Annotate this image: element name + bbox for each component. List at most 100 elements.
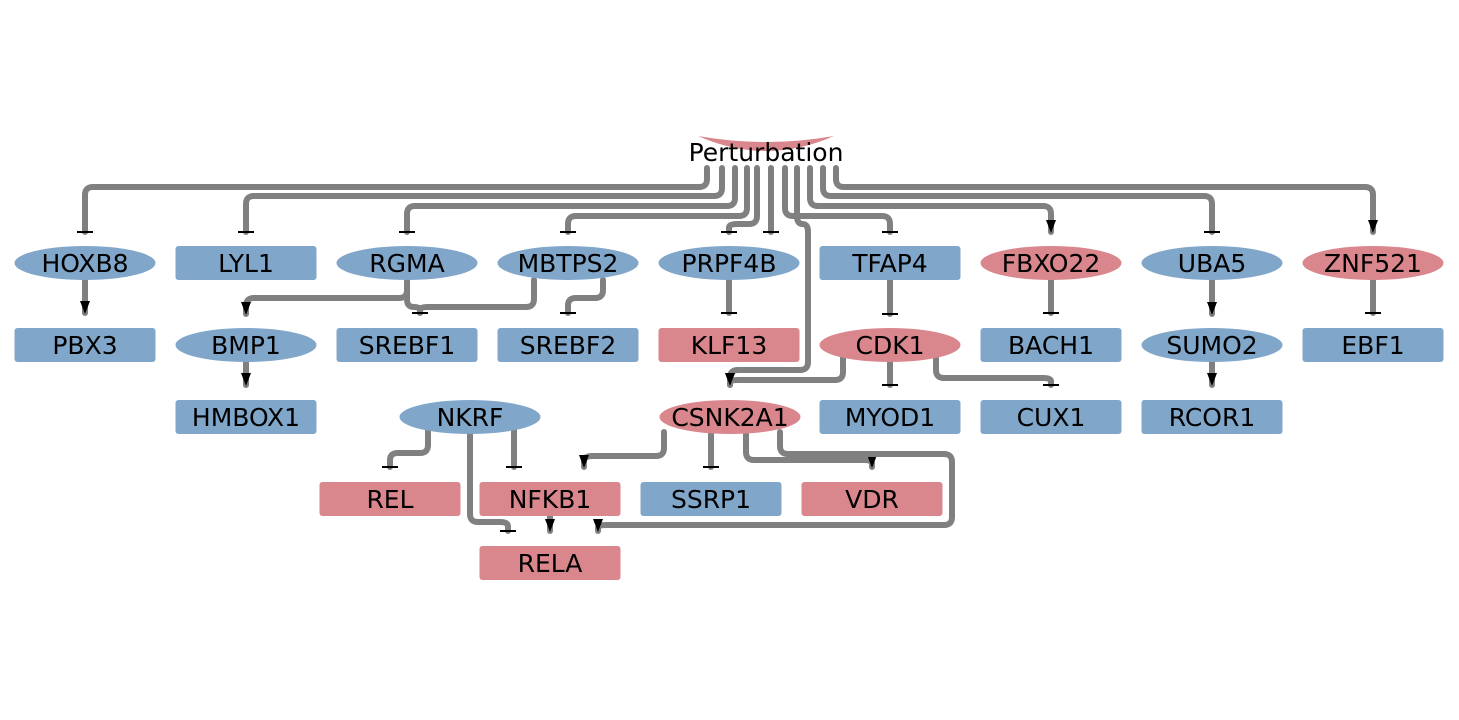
node-label: MBTPS2: [518, 249, 619, 278]
edge-line: [243, 165, 725, 235]
node-nkrf[interactable]: NKRF: [399, 400, 541, 434]
edge-perturbation-to-nkrf: [763, 165, 779, 235]
node-znf521[interactable]: ZNF521: [1302, 246, 1444, 280]
node-label: RELA: [518, 549, 583, 578]
edge-nkrf-to-nfkb1: [506, 427, 522, 470]
node-nfkb1[interactable]: NFKB1: [479, 482, 621, 516]
node-hmbox1[interactable]: HMBOX1: [175, 400, 317, 434]
node-label: SUMO2: [1166, 331, 1257, 360]
node-hoxb8[interactable]: HOXB8: [14, 246, 156, 280]
activation-arrowhead: [241, 302, 251, 315]
edge-line: [743, 429, 875, 470]
node-pbx3[interactable]: PBX3: [14, 328, 156, 362]
node-tfap4[interactable]: TFAP4: [819, 246, 961, 280]
edge-perturbation-to-hoxb8: [77, 165, 710, 235]
edge-perturbation-to-mbtps2: [560, 165, 750, 235]
node-shape: [497, 246, 639, 280]
node-shape: [819, 246, 961, 280]
node-myod1[interactable]: MYOD1: [819, 400, 961, 434]
node-fbxo22[interactable]: FBXO22: [980, 246, 1122, 280]
edge-line: [595, 429, 955, 534]
node-shape: [175, 246, 317, 280]
node-shape: [698, 136, 834, 151]
node-rel[interactable]: REL: [319, 482, 461, 516]
node-shape: [1302, 246, 1444, 280]
node-label: NKRF: [437, 403, 504, 432]
edge-line: [820, 165, 1215, 235]
node-label: HOXB8: [41, 249, 128, 278]
node-label: CSNK2A1: [671, 403, 788, 432]
node-perturbation[interactable]: Perturbation: [689, 136, 844, 167]
edge-line: [807, 165, 1054, 235]
node-bmp1[interactable]: BMP1: [175, 328, 317, 362]
node-shape: [319, 482, 461, 516]
node-label: SREBF2: [520, 331, 616, 360]
edge-cdk1-to-cux1: [933, 349, 1059, 388]
node-label: RCOR1: [1169, 403, 1256, 432]
node-lyl1[interactable]: LYL1: [175, 246, 317, 280]
node-label: VDR: [845, 485, 899, 514]
node-shape: [819, 400, 961, 434]
node-cdk1[interactable]: CDK1: [819, 328, 961, 362]
node-label: REL: [366, 485, 413, 514]
edge-nfkb1-to-rela: [545, 513, 555, 534]
edge-line: [565, 277, 606, 316]
edge-line: [404, 165, 738, 235]
activation-arrowhead: [1368, 220, 1378, 233]
activation-arrowhead: [545, 519, 555, 532]
node-klf13[interactable]: KLF13: [658, 328, 800, 362]
node-cux1[interactable]: CUX1: [980, 400, 1122, 434]
edge-nkrf-to-rela: [467, 429, 516, 534]
node-shape: [801, 482, 943, 516]
node-label: MYOD1: [845, 403, 935, 432]
edge-sumo2-to-rcor1: [1207, 359, 1217, 388]
node-rgma[interactable]: RGMA: [336, 246, 478, 280]
node-sumo2[interactable]: SUMO2: [1141, 328, 1283, 362]
node-label: KLF13: [691, 331, 768, 360]
node-bach1[interactable]: BACH1: [980, 328, 1122, 362]
activation-arrowhead: [1207, 302, 1217, 315]
node-shape: [336, 328, 478, 362]
node-srebf2[interactable]: SREBF2: [497, 328, 639, 362]
edge-hoxb8-to-pbx3: [80, 277, 90, 316]
edge-line: [782, 165, 893, 235]
node-shape: [640, 482, 782, 516]
edge-cdk1-to-myod1: [882, 359, 898, 388]
edge-perturbation-to-znf521: [833, 165, 1378, 235]
edge-znf521-to-ebf1: [1365, 277, 1381, 316]
edge-line: [933, 349, 1054, 388]
node-ebf1[interactable]: EBF1: [1302, 328, 1444, 362]
node-vdr[interactable]: VDR: [801, 482, 943, 516]
node-rcor1[interactable]: RCOR1: [1141, 400, 1283, 434]
edge-line: [82, 165, 710, 235]
node-ssrp1[interactable]: SSRP1: [640, 482, 782, 516]
activation-arrowhead: [593, 519, 603, 532]
node-prpf4b[interactable]: PRPF4B: [658, 246, 800, 280]
edges-layer: [77, 165, 1381, 534]
node-shape: [399, 400, 541, 434]
node-shape: [497, 328, 639, 362]
node-label: TFAP4: [851, 249, 927, 278]
node-srebf1[interactable]: SREBF1: [336, 328, 478, 362]
node-rela[interactable]: RELA: [479, 546, 621, 580]
node-shape: [980, 328, 1122, 362]
node-label: ZNF521: [1324, 249, 1422, 278]
edge-nkrf-to-rel: [382, 427, 431, 470]
node-label: HMBOX1: [192, 403, 300, 432]
node-uba5[interactable]: UBA5: [1141, 246, 1283, 280]
node-label: CUX1: [1017, 403, 1086, 432]
node-shape: [1141, 328, 1283, 362]
edge-line: [565, 165, 750, 235]
node-shape: [175, 328, 317, 362]
node-shape: [14, 328, 156, 362]
node-shape: [658, 246, 800, 280]
edge-line: [387, 427, 431, 470]
node-shape: [1141, 400, 1283, 434]
node-label: UBA5: [1178, 249, 1246, 278]
node-mbtps2[interactable]: MBTPS2: [497, 246, 639, 280]
edge-perturbation-to-rgma: [399, 165, 738, 235]
edge-line: [833, 165, 1376, 235]
edge-perturbation-to-tfap4: [782, 165, 898, 235]
node-csnk2a1[interactable]: CSNK2A1: [659, 400, 801, 434]
